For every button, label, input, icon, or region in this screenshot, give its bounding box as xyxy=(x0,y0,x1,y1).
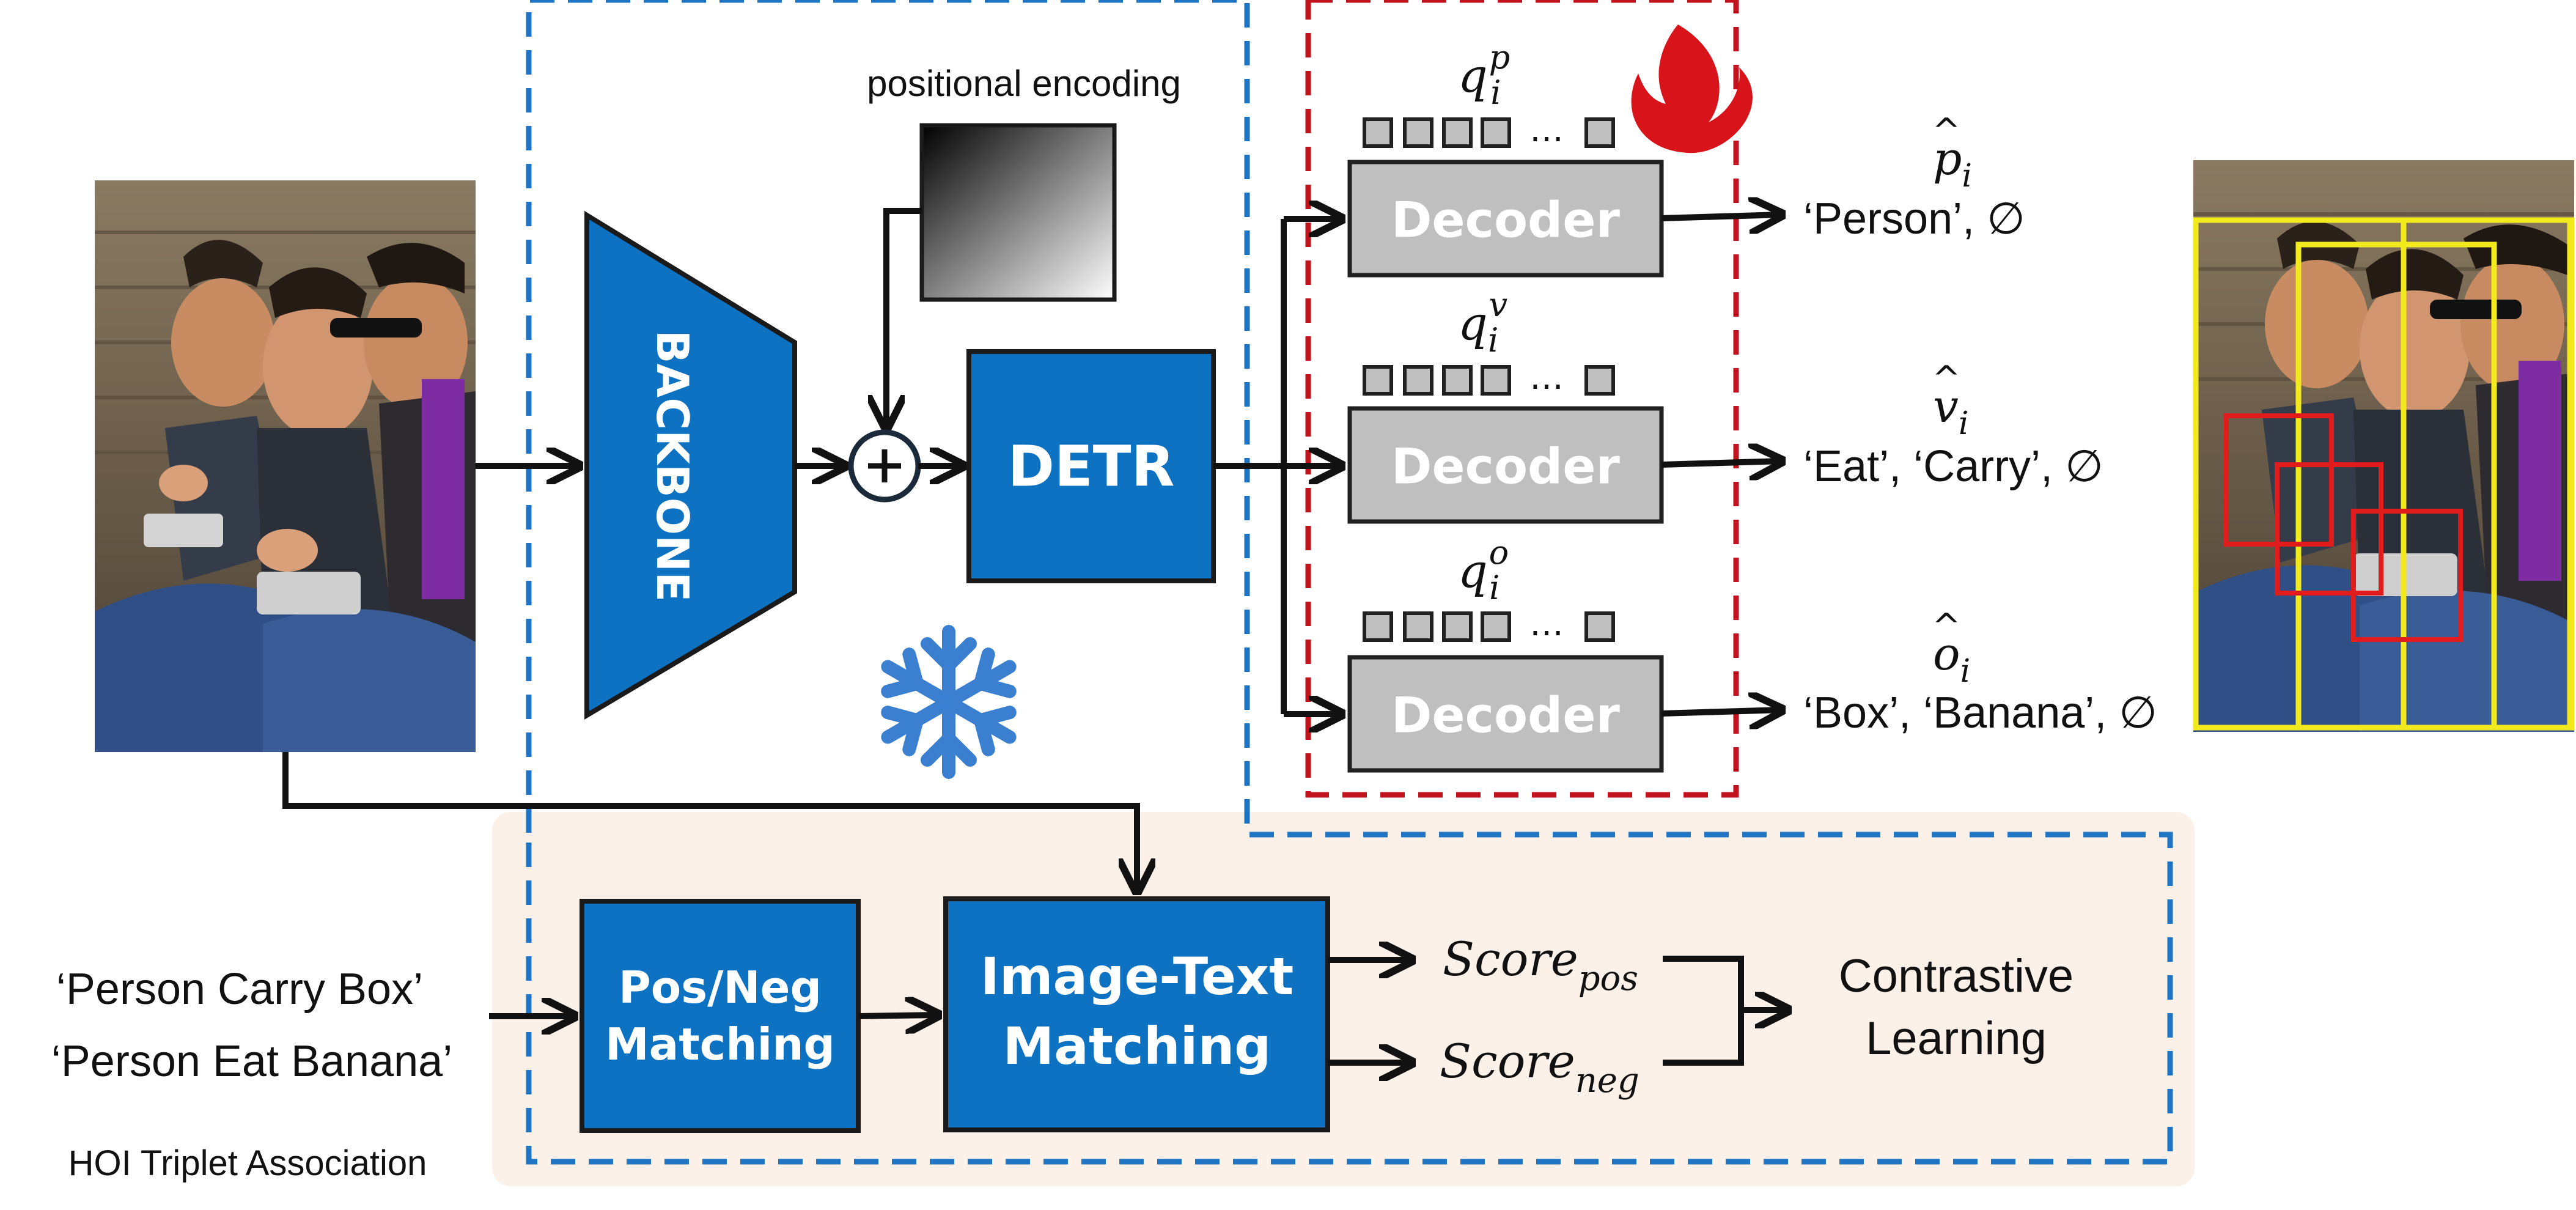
prediction-label: vi xyxy=(1933,380,1968,442)
query-token xyxy=(1481,365,1511,396)
contrastive-label-2: Learning xyxy=(1866,1013,2047,1064)
query-token xyxy=(1442,611,1473,642)
query-ellipsis: … xyxy=(1529,110,1564,150)
frozen-encoder-frame xyxy=(526,0,2173,1165)
itm-label-2: Matching xyxy=(1003,1016,1271,1076)
person-box xyxy=(2295,242,2497,731)
itm-label-1: Image-Text xyxy=(981,946,1294,1006)
query-token xyxy=(1403,365,1433,396)
query-ellipsis: … xyxy=(1529,604,1564,644)
query-token xyxy=(1403,117,1433,148)
input-image xyxy=(95,180,476,752)
decoder-output: ‘Eat’, ‘Carry’, ∅ xyxy=(1803,442,2103,491)
trainable-decoder-frame xyxy=(1305,0,1739,798)
posneg-label-1: Pos/Neg xyxy=(619,962,822,1013)
backbone-block xyxy=(584,210,797,720)
output-image xyxy=(2193,160,2575,732)
query-ellipsis: … xyxy=(1529,358,1564,397)
query-token xyxy=(1584,611,1615,642)
person-box xyxy=(2401,217,2573,731)
hat-mark: ^ xyxy=(1932,359,1961,399)
prediction-label: pi xyxy=(1933,133,1972,194)
text-triplet-1: ‘Person Carry Box’ xyxy=(56,965,423,1014)
object-box xyxy=(2351,509,2463,642)
query-token xyxy=(1481,117,1511,148)
snowflake-icon xyxy=(881,625,1017,779)
association-panel xyxy=(492,812,2195,1186)
text-triplet-2: ‘Person Eat Banana’ xyxy=(51,1037,452,1086)
hat-mark: ^ xyxy=(1932,607,1961,646)
query-token xyxy=(1481,611,1511,642)
contrastive-label-1: Contrastive xyxy=(1839,950,2074,1002)
posneg-label-2: Matching xyxy=(605,1019,835,1070)
plus-circle-icon xyxy=(848,429,921,503)
positional-encoding-map xyxy=(919,123,1117,302)
query-token xyxy=(1363,611,1393,642)
detr-block xyxy=(966,349,1216,583)
query-token xyxy=(1363,365,1393,396)
query-token xyxy=(1584,365,1615,396)
score-pos: Scorepos xyxy=(1443,932,1638,998)
backbone-label: BACKBONE xyxy=(647,330,698,602)
decoder-block xyxy=(1347,406,1664,524)
detr-label: DETR xyxy=(1008,434,1175,500)
query-token xyxy=(1403,611,1433,642)
hat-mark: ^ xyxy=(1932,111,1961,151)
score-neg: Scoreneg xyxy=(1440,1034,1639,1101)
decoder-output: ‘Person’, ∅ xyxy=(1803,194,2025,243)
flame-icon xyxy=(1631,24,1753,153)
positional-encoding-label: positional encoding xyxy=(867,63,1181,104)
decoder-block xyxy=(1347,160,1664,278)
prediction-label: oi xyxy=(1933,628,1970,690)
decoder-block xyxy=(1347,655,1664,773)
object-box xyxy=(2275,462,2383,596)
query-token xyxy=(1442,117,1473,148)
posneg-matching-block xyxy=(580,899,861,1133)
decoder-label: Decoder xyxy=(1391,687,1621,744)
decoder-label: Decoder xyxy=(1391,192,1621,249)
section-label: HOI Triplet Association xyxy=(68,1143,427,1183)
query-token xyxy=(1442,365,1473,396)
image-text-matching-block xyxy=(943,896,1330,1132)
decoder-output: ‘Box’, ‘Banana’, ∅ xyxy=(1803,688,2157,737)
decoder-label: Decoder xyxy=(1391,438,1621,495)
query-token xyxy=(1584,117,1615,148)
query-token xyxy=(1363,117,1393,148)
